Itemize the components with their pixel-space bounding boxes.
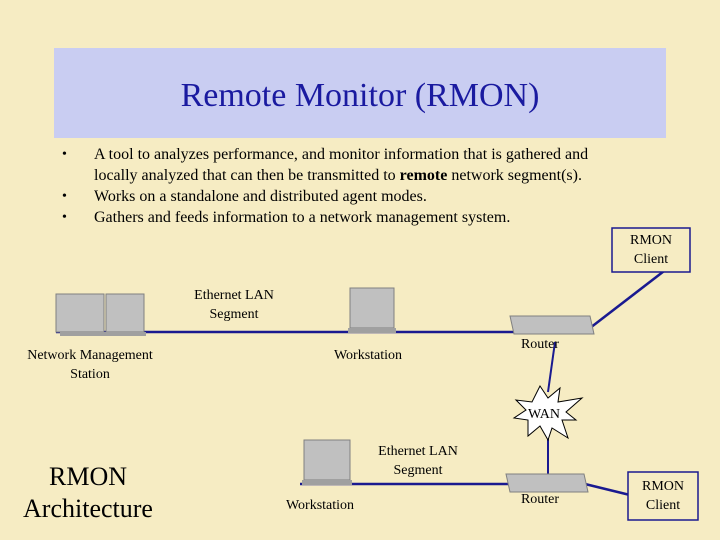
rmon-client-bottom-line2: Client <box>645 498 681 513</box>
workstation-top-icon <box>348 287 396 333</box>
rmon-client-bottom-box <box>627 471 699 521</box>
architecture-line2: Architecture <box>23 494 153 523</box>
rmon-client-top-label: RMON Client <box>612 231 690 269</box>
title-band <box>54 48 666 138</box>
ethernet-bottom-label: Ethernet LAN Segment <box>348 442 488 480</box>
wan-label: WAN <box>528 407 560 422</box>
nms-line2: Station <box>70 367 110 382</box>
router-top-label: Router <box>520 337 560 352</box>
bullet-item-1: A tool to analyzes performance, and moni… <box>58 144 628 186</box>
router-to-wan-line <box>547 341 556 393</box>
bullet-1-bold: remote <box>399 167 448 184</box>
rmon-client-top-line2: Client <box>633 252 669 267</box>
nms-computer-1-icon <box>55 293 106 336</box>
rmon-architecture-label: RMON Architecture <box>2 461 174 525</box>
slide-title: Remote Monitor (RMON) <box>180 77 540 114</box>
bullet-item-3: Gathers and feeds information to a netwo… <box>58 207 628 228</box>
rmon-client-bottom-label: RMON Client <box>628 477 698 515</box>
workstation-bottom-label: Workstation <box>285 498 355 513</box>
nms-computer-2-icon <box>104 293 146 336</box>
router-bottom-icon <box>505 473 589 493</box>
wan-burst-icon <box>512 385 584 442</box>
workstation-top-label: Workstation <box>333 348 403 363</box>
rmon-client-top-line1: RMON <box>629 233 672 248</box>
rmon-client-bottom-line1: RMON <box>641 479 684 494</box>
architecture-line1: RMON <box>48 462 127 491</box>
router-to-client-top-line <box>589 267 669 329</box>
bullet-1-text-a: A tool to analyzes performance, and moni… <box>94 146 589 184</box>
router-bottom-label: Router <box>520 492 560 507</box>
ethernet-top-line1: Ethernet LAN <box>194 288 274 303</box>
bullet-list: A tool to analyzes performance, and moni… <box>58 144 628 228</box>
ethernet-bottom-line1: Ethernet LAN <box>378 444 458 459</box>
nms-label: Network Management Station <box>4 346 176 384</box>
nms-line1: Network Management <box>27 348 153 363</box>
bullet-item-2: Works on a standalone and distributed ag… <box>58 186 628 207</box>
rmon-client-top-box <box>611 227 691 273</box>
bullet-1-text-b: network segment(s). <box>447 167 582 184</box>
ethernet-bottom-line2: Segment <box>393 463 443 478</box>
ethernet-top-line2: Segment <box>209 307 259 322</box>
ethernet-top-label: Ethernet LAN Segment <box>164 286 304 324</box>
router-top-icon <box>509 315 595 335</box>
workstation-bottom-icon <box>302 439 352 485</box>
router-to-client-bottom-line <box>584 482 635 498</box>
